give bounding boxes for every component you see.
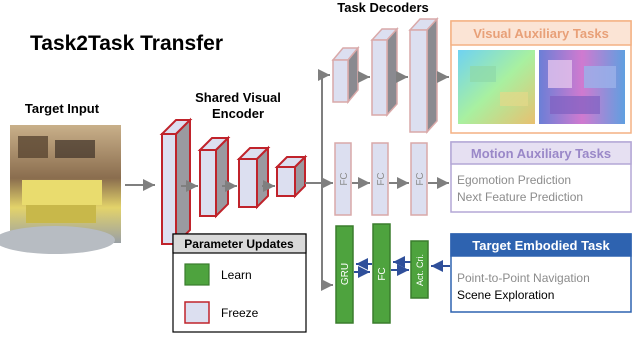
- encoder-block-3: [236, 145, 271, 210]
- policy-fc-block: FC: [372, 223, 391, 324]
- motion-fc-block-3: FC: [410, 142, 428, 216]
- encoder-output-trunk: [305, 75, 323, 285]
- encoder-label-line1: Shared Visual: [195, 90, 281, 105]
- motion-task-item-1: Egomotion Prediction: [457, 173, 571, 187]
- encoder-block-2: [197, 135, 231, 219]
- visual-decoder-block-3: [408, 17, 439, 134]
- visual-tasks-panel: Visual Auxiliary Tasks: [450, 20, 632, 134]
- encoder-label-line2: Encoder: [212, 106, 264, 121]
- encoder-block-1: [159, 117, 193, 247]
- legend-freeze-swatch: [184, 301, 210, 324]
- legend-freeze-label: Freeze: [221, 306, 259, 320]
- motion-fc-block-1: FC: [334, 142, 352, 216]
- target-input-image: [0, 125, 121, 254]
- motion-tasks-panel: Motion Auxiliary Tasks Egomotion Predict…: [450, 141, 632, 213]
- gru-block: GRU: [335, 225, 354, 324]
- target-task-panel: Target Embodied Task Point-to-Point Navi…: [450, 233, 632, 313]
- policy-fc-label: FC: [377, 267, 388, 280]
- target-task-item-1: Point-to-Point Navigation: [457, 271, 590, 285]
- motion-fc-block-2: FC: [371, 142, 389, 216]
- gru-label: GRU: [340, 263, 351, 285]
- target-input-label: Target Input: [25, 101, 100, 116]
- visual-tasks-header: Visual Auxiliary Tasks: [473, 26, 609, 41]
- visual-task-image-2: [539, 50, 625, 124]
- actor-critic-label: Act. Cri.: [415, 254, 425, 286]
- parameter-updates-legend: Parameter Updates Learn Freeze: [172, 233, 307, 333]
- motion-fc-label-2: FC: [376, 172, 387, 185]
- motion-fc-label-1: FC: [339, 172, 350, 185]
- decoders-label: Task Decoders: [337, 0, 429, 15]
- motion-tasks-header: Motion Auxiliary Tasks: [471, 146, 611, 161]
- legend-title: Parameter Updates: [184, 237, 294, 251]
- visual-task-image-1: [458, 50, 535, 124]
- target-task-item-2: Scene Exploration: [457, 288, 554, 302]
- diagram-title: Task2Task Transfer: [30, 32, 223, 55]
- target-task-header: Target Embodied Task: [472, 238, 610, 253]
- motion-fc-label-3: FC: [415, 172, 426, 185]
- motion-task-item-2: Next Feature Prediction: [457, 190, 583, 204]
- legend-learn-label: Learn: [221, 268, 252, 282]
- actor-critic-block: Act. Cri.: [410, 240, 429, 299]
- legend-learn-swatch: [184, 263, 210, 286]
- visual-decoder-block-2: [370, 27, 399, 117]
- visual-decoder-block-1: [331, 45, 360, 105]
- encoder-block-4: [274, 154, 308, 199]
